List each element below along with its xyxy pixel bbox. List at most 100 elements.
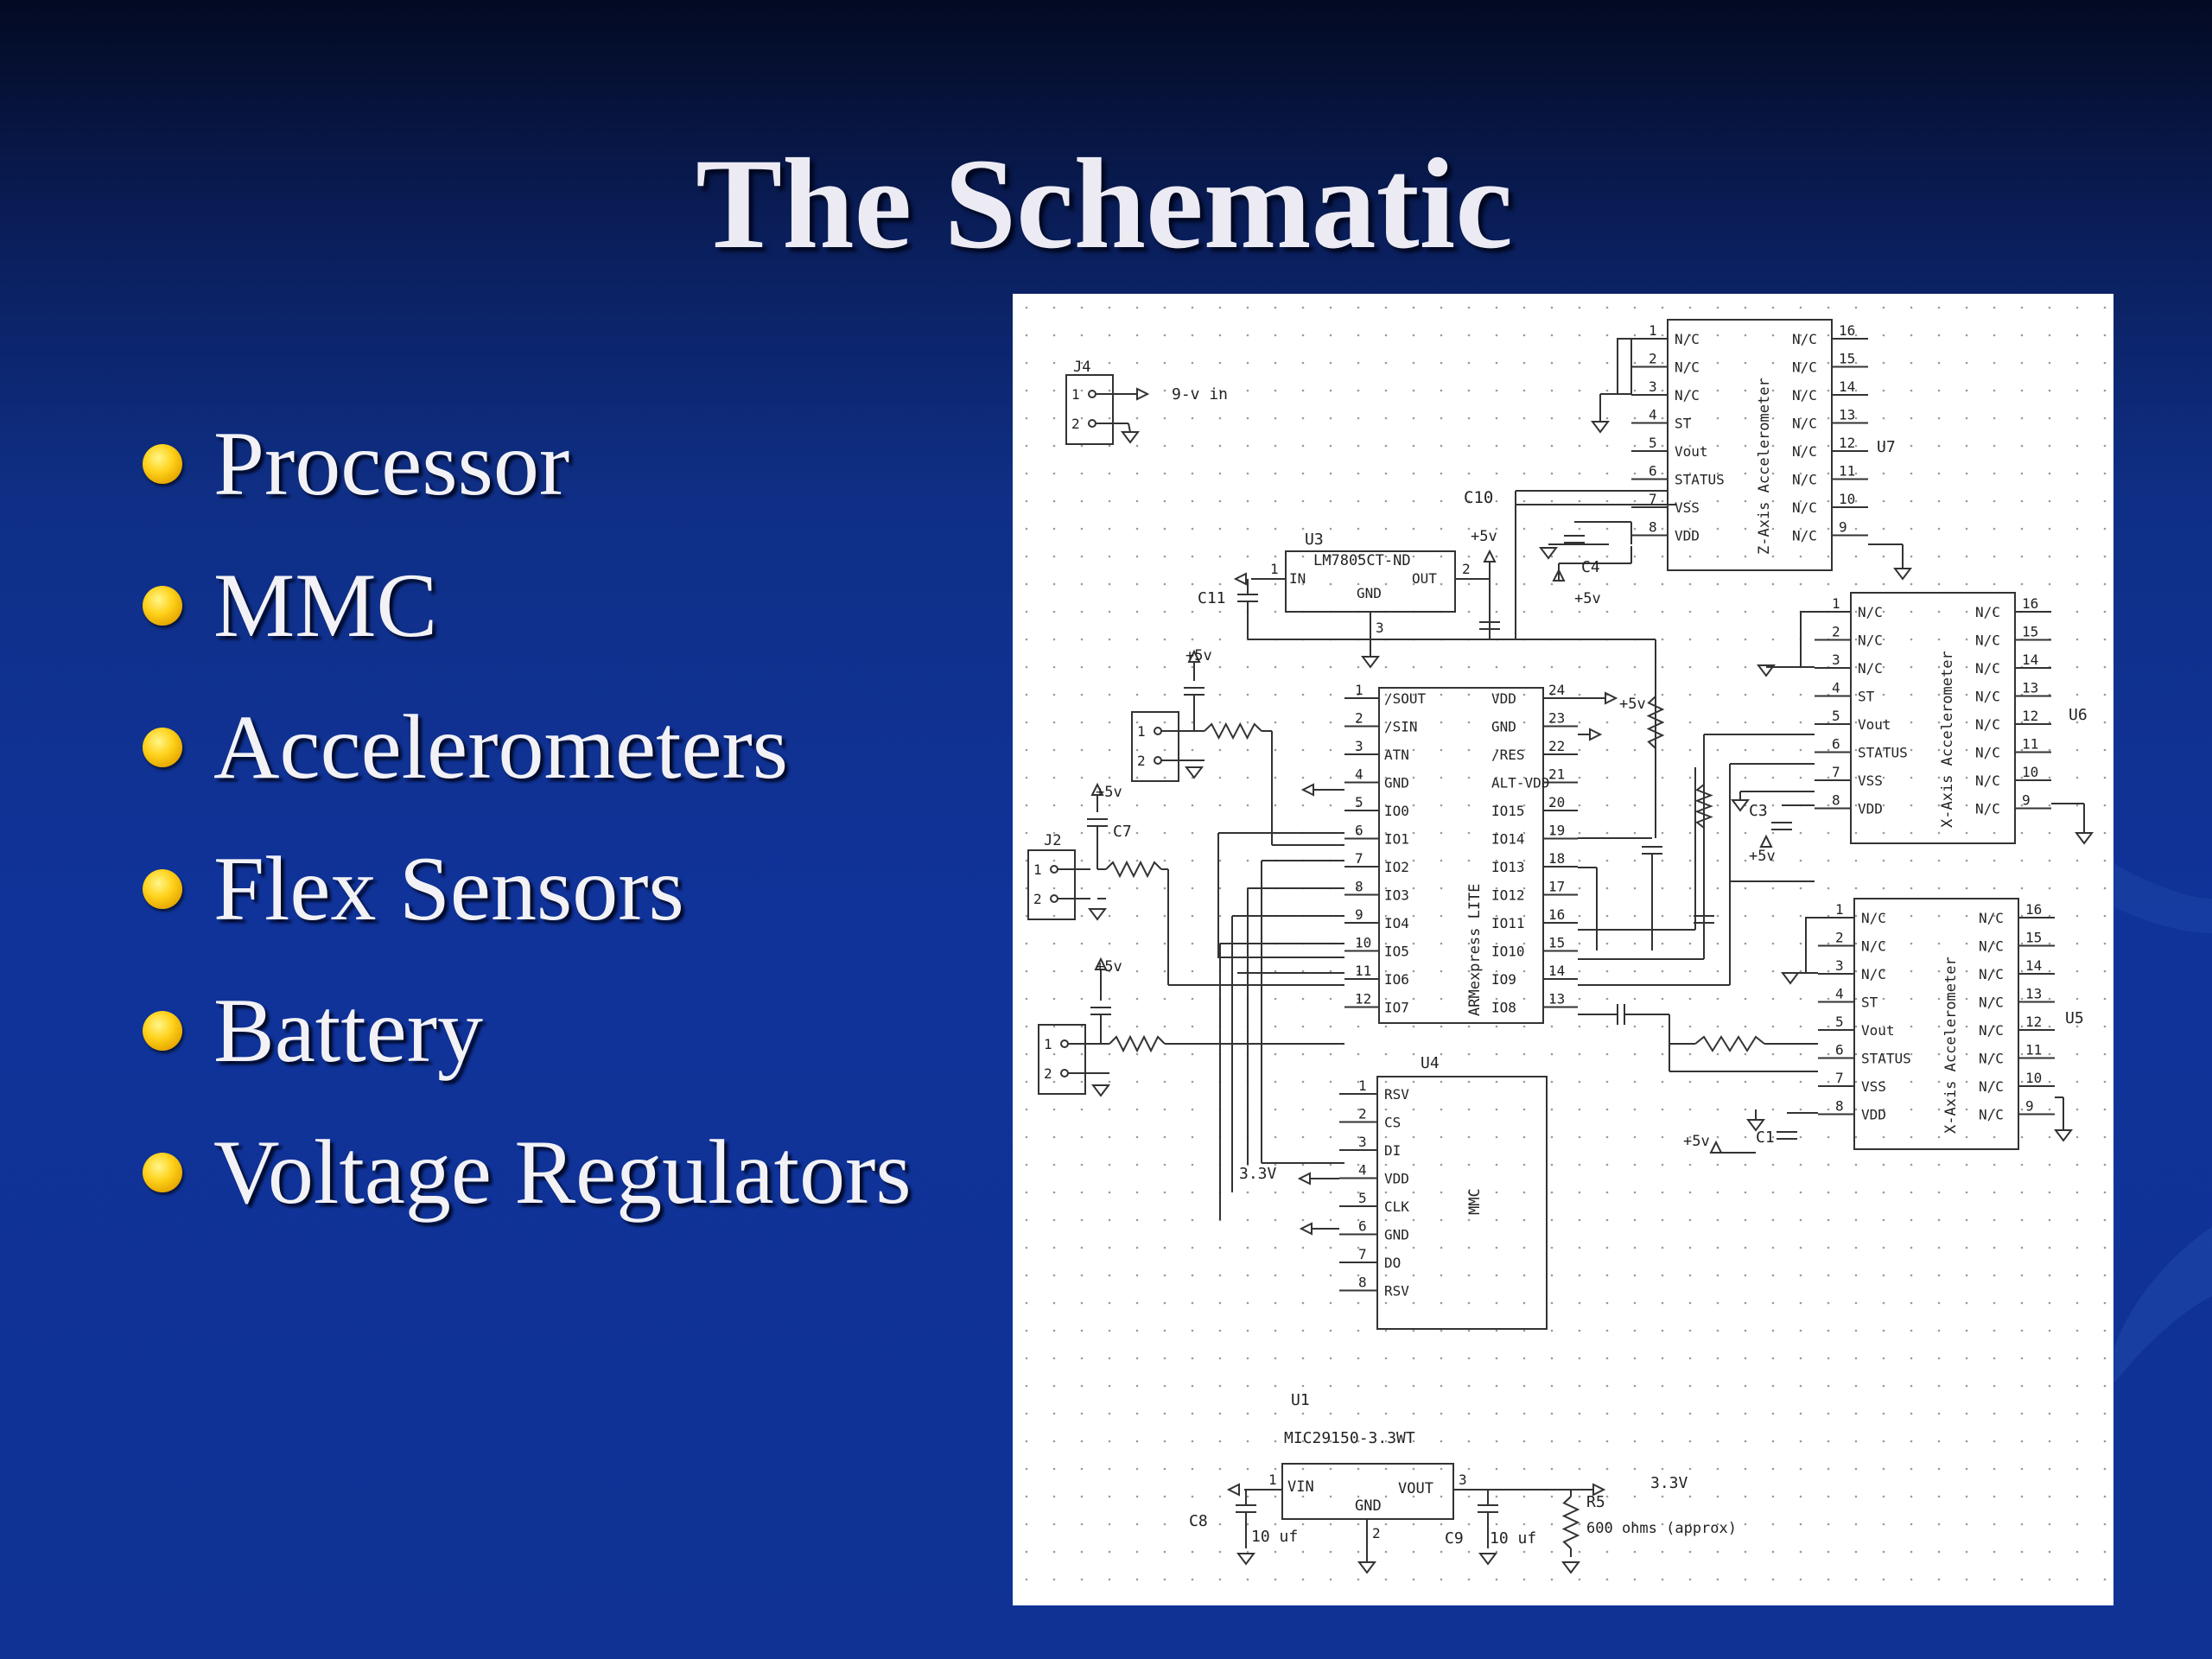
pin-label: Vout bbox=[1861, 1022, 1895, 1039]
bullet-text: Voltage Regulators bbox=[213, 1122, 912, 1223]
pin-number: 15 bbox=[2022, 624, 2038, 640]
pin-number: 9 bbox=[1839, 519, 1847, 536]
pin-number: 2 bbox=[1033, 891, 1042, 907]
pin-label: N/C bbox=[1675, 359, 1700, 376]
pin-label: IO15 bbox=[1491, 803, 1525, 819]
resistor-icon bbox=[1694, 1035, 1765, 1052]
power-arrow-icon bbox=[1094, 957, 1108, 970]
pin-label: IO9 bbox=[1491, 971, 1516, 988]
pin-label: N/C bbox=[1979, 1078, 2004, 1095]
c10-label: C10 bbox=[1464, 488, 1493, 507]
bullet-text: MMC bbox=[213, 555, 438, 656]
power-arrow-icon bbox=[1759, 834, 1773, 848]
ground-icon bbox=[1121, 431, 1140, 444]
pin-label: N/C bbox=[1975, 716, 2000, 733]
mmc-name: MMC bbox=[1466, 1188, 1484, 1215]
pin-label: N/C bbox=[1975, 745, 2000, 761]
pin-number: 1 bbox=[1358, 1077, 1367, 1094]
resistor-icon bbox=[1646, 696, 1665, 749]
resistor-icon bbox=[1561, 1496, 1580, 1549]
u1-ref: U1 bbox=[1291, 1391, 1310, 1409]
signal-arrow-icon bbox=[1299, 1222, 1313, 1236]
accelerometer-box bbox=[1667, 319, 1833, 571]
plus5-label: +5v bbox=[1574, 590, 1601, 607]
pin-number: 6 bbox=[1649, 463, 1657, 480]
pin-label: N/C bbox=[1792, 528, 1817, 544]
pin-number: 6 bbox=[1355, 823, 1363, 839]
u1-part: MIC29150-3.3WT bbox=[1284, 1429, 1415, 1447]
pin-number: 2 bbox=[1044, 1065, 1052, 1082]
pin-number: 17 bbox=[1548, 879, 1565, 895]
u3-gnd: GND bbox=[1357, 585, 1382, 601]
pin-label: N/C bbox=[1858, 632, 1883, 649]
power-arrow-icon bbox=[1709, 1140, 1723, 1154]
ground-icon bbox=[1478, 1553, 1497, 1566]
signal-arrow-icon bbox=[1297, 1172, 1311, 1185]
pin-number: 24 bbox=[1548, 682, 1565, 698]
pin-number: 12 bbox=[1355, 991, 1371, 1007]
u3-out: OUT bbox=[1412, 570, 1437, 587]
signal-arrow-icon bbox=[1300, 783, 1314, 797]
signal-arrow-icon bbox=[1589, 728, 1603, 741]
pin-label: IO3 bbox=[1384, 887, 1409, 904]
pin-number: 5 bbox=[1358, 1190, 1367, 1206]
u3-ref: U3 bbox=[1305, 531, 1324, 549]
connector-pin-icon bbox=[1060, 1039, 1069, 1048]
signal-arrow-icon bbox=[1592, 1483, 1606, 1497]
pin-number: 8 bbox=[1835, 1098, 1844, 1115]
pin-label: N/C bbox=[1675, 387, 1700, 404]
c8-value: 10 uf bbox=[1251, 1528, 1298, 1546]
pin-number: 2 bbox=[1462, 561, 1471, 577]
pin-label: N/C bbox=[1792, 443, 1817, 460]
pin-label: IO11 bbox=[1491, 915, 1525, 931]
r5-label: R5 bbox=[1586, 1493, 1605, 1511]
bullet-item: Battery bbox=[143, 960, 912, 1102]
pin-label: N/C bbox=[1792, 331, 1817, 347]
c7-label: C7 bbox=[1113, 823, 1132, 841]
pin-number: 1 bbox=[1270, 561, 1279, 577]
pin-number: 7 bbox=[1832, 764, 1840, 780]
pin-number: 19 bbox=[1548, 823, 1565, 839]
ground-icon bbox=[1088, 908, 1107, 921]
connector-box bbox=[1038, 1024, 1086, 1095]
pin-number: 7 bbox=[1649, 491, 1657, 507]
pin-label: /SOUT bbox=[1384, 690, 1427, 707]
u5-ref: U5 bbox=[2065, 1009, 2084, 1027]
pin-number: 2 bbox=[1071, 416, 1080, 432]
ground-icon bbox=[2054, 1129, 2073, 1142]
pin-number: 1 bbox=[1649, 322, 1657, 339]
pin-label: VDD bbox=[1491, 690, 1516, 707]
schematic-labels: J4 9-v in C10 U3 LM7805CT-ND IN OUT GND … bbox=[1044, 359, 2088, 1548]
pin-label: GND bbox=[1491, 719, 1516, 735]
regulator-box bbox=[1285, 550, 1456, 613]
pin-label: IO1 bbox=[1384, 831, 1409, 848]
accelerometer-name: X-Axis Accelerometer bbox=[1942, 957, 1960, 1134]
schematic-wires bbox=[1058, 338, 2085, 1562]
pin-number: 12 bbox=[1839, 435, 1855, 451]
connector-pin-icon bbox=[1154, 756, 1162, 765]
ground-icon bbox=[2075, 832, 2094, 845]
ground-icon bbox=[1361, 656, 1380, 669]
pin-label: N/C bbox=[1979, 938, 2004, 955]
pin-number: 4 bbox=[1649, 407, 1657, 423]
pin-number: 7 bbox=[1358, 1246, 1367, 1262]
c11-label: C11 bbox=[1198, 589, 1226, 607]
wire bbox=[1617, 338, 1631, 394]
u6-ref: U6 bbox=[2069, 706, 2088, 724]
j2-ref: J2 bbox=[1044, 832, 1061, 849]
bullet-dot-icon bbox=[143, 586, 182, 626]
ground-icon bbox=[1357, 1561, 1376, 1574]
pin-label: N/C bbox=[1792, 499, 1817, 516]
pin-number: 2 bbox=[1137, 753, 1146, 769]
pin-number: 4 bbox=[1835, 986, 1844, 1002]
pin-number: 2 bbox=[1835, 930, 1844, 946]
signal-arrow-icon bbox=[1136, 387, 1150, 401]
plus5-label: +5v bbox=[1096, 958, 1122, 976]
power-arrow-icon bbox=[1483, 549, 1497, 563]
pin-number: 12 bbox=[2022, 708, 2038, 724]
pin-number: 3 bbox=[1459, 1471, 1467, 1488]
pin-label: ST bbox=[1858, 689, 1875, 705]
processor-name: ARMexpress LITE bbox=[1466, 883, 1484, 1016]
pin-number: 2 bbox=[1372, 1525, 1381, 1541]
pin-label: IO7 bbox=[1384, 1000, 1409, 1016]
